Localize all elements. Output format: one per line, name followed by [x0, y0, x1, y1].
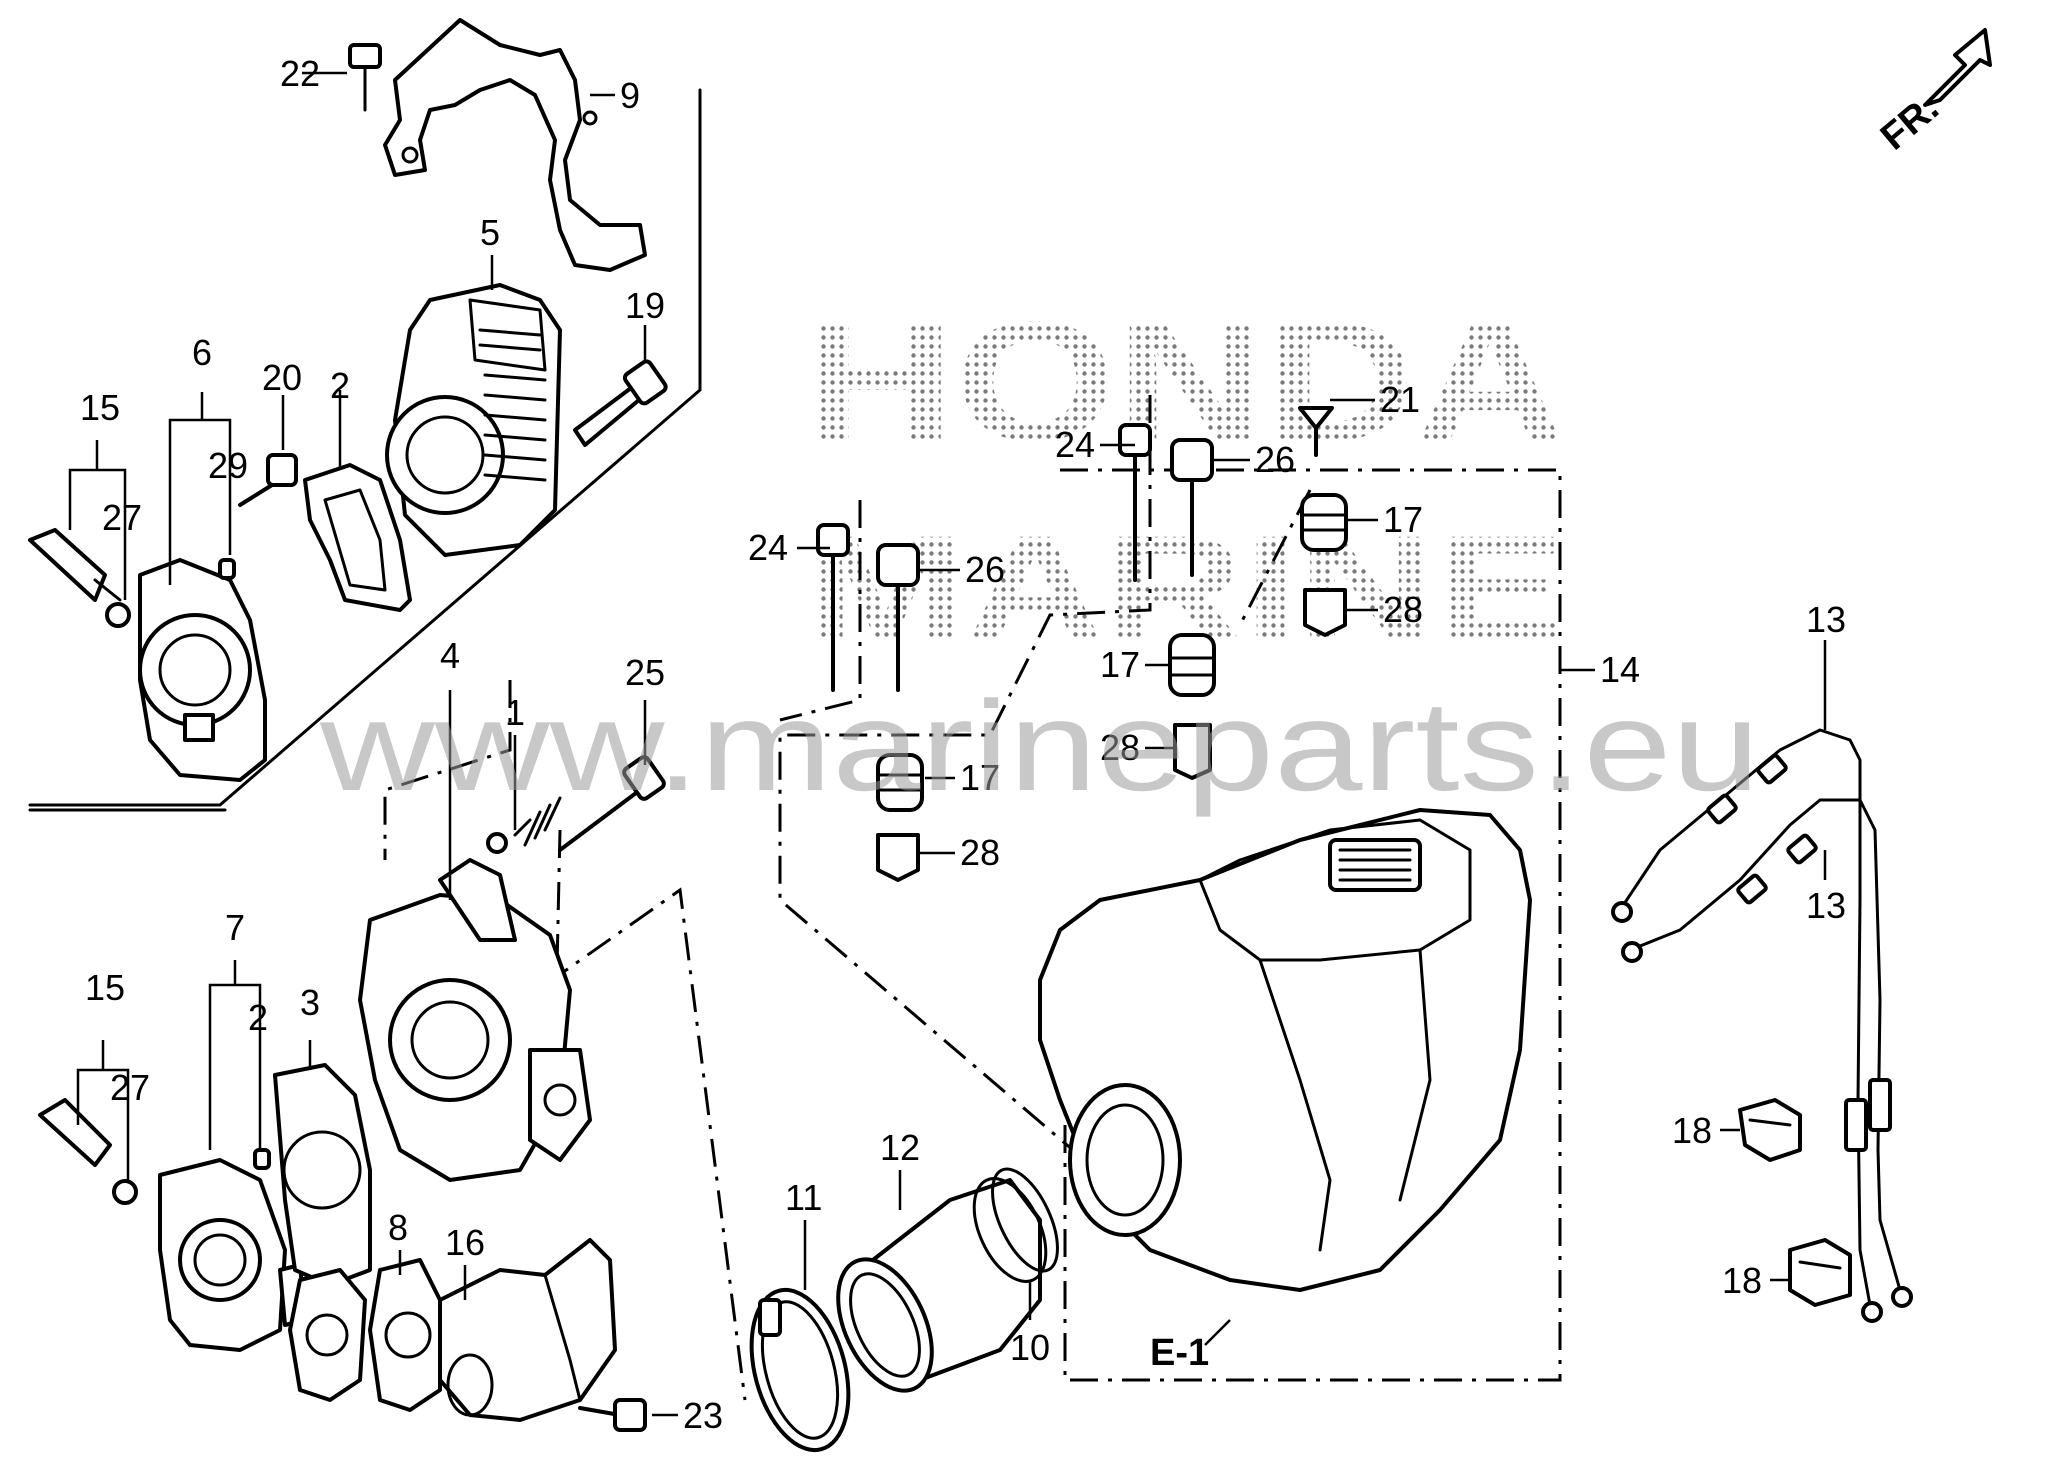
spring-part-1	[486, 796, 562, 854]
callout-27-top: 27	[102, 497, 142, 538]
clip-part-18-a	[1738, 1098, 1802, 1162]
reference-e1: E-1	[1150, 1319, 1231, 1374]
callout-13-top: 13	[1806, 599, 1846, 640]
callout-4: 4	[440, 635, 460, 676]
bolt-part-24-b	[1118, 423, 1152, 582]
callout-28-left: 28	[960, 832, 1000, 873]
cable-part-13	[1611, 728, 1913, 1323]
callout-18-top: 18	[1672, 1110, 1712, 1151]
callout-21: 21	[1380, 379, 1420, 420]
grommet-part-17-b	[1168, 633, 1216, 697]
callout-12: 12	[880, 1127, 920, 1168]
ring-part-10	[991, 1167, 1059, 1273]
bolt-part-26-b	[1170, 438, 1214, 577]
adapter-part-7	[158, 1148, 307, 1352]
callout-17-left: 17	[960, 757, 1000, 798]
callout-24-left: 24	[748, 527, 788, 568]
callout-27-bottom: 27	[110, 1067, 150, 1108]
callout-11: 11	[785, 1177, 822, 1218]
e1-label: E-1	[1150, 1332, 1209, 1374]
callout-leaders	[68, 71, 1827, 1417]
bolt-part-25	[558, 755, 666, 852]
gasket-part-8	[368, 1258, 442, 1412]
gasket-part-2-top	[303, 463, 412, 612]
bolt-part-24-a	[816, 523, 850, 692]
callout-28-right: 28	[1383, 589, 1423, 630]
callout-29: 29	[208, 445, 248, 486]
callout-1: 1	[505, 692, 525, 733]
duct-part-12	[836, 1177, 1048, 1393]
callout-16: 16	[445, 1222, 485, 1263]
callout-28-middle: 28	[1100, 727, 1140, 768]
sensor-part-15-top	[28, 528, 131, 628]
throttle-body-part-4	[358, 858, 592, 1182]
callout-6: 6	[192, 332, 212, 373]
bolt-part-19	[573, 359, 668, 447]
gasket-part-3	[273, 1063, 372, 1287]
collar-part-28-b	[1173, 723, 1212, 780]
grommet-part-17-a	[1300, 493, 1348, 552]
callout-2-bottom: 2	[248, 997, 268, 1038]
callout-24-right: 24	[1055, 424, 1095, 465]
callout-14: 14	[1600, 649, 1640, 690]
clip-part-18-b	[1788, 1238, 1852, 1307]
gasket-part-2-bottom	[288, 1268, 367, 1402]
callout-2-top: 2	[330, 365, 350, 406]
front-orientation-arrow: FR.	[1873, 28, 1992, 159]
callout-17-right: 17	[1383, 499, 1423, 540]
sensor-part-15-bottom	[38, 1098, 138, 1205]
pin-part-29	[218, 558, 236, 580]
bolt-part-22	[348, 43, 382, 112]
callout-9: 9	[620, 75, 640, 116]
clamp-part-11	[749, 1287, 851, 1453]
callout-25: 25	[625, 652, 665, 693]
bolt-part-26-a	[876, 543, 920, 692]
bolt-part-23	[578, 1398, 647, 1432]
callout-26-left: 26	[965, 549, 1005, 590]
callout-20: 20	[262, 357, 302, 398]
callout-3: 3	[300, 982, 320, 1023]
callout-13-bottom: 13	[1806, 885, 1846, 926]
callout-26-right: 26	[1255, 439, 1295, 480]
callout-23: 23	[683, 1395, 723, 1436]
throttle-actuator-part-5	[385, 283, 562, 557]
callout-labels: 22 9 5 19 6 20 2 29 15 27 4 1 25 7 2 3 1…	[80, 53, 1846, 1436]
grommet-part-17-c	[876, 753, 924, 812]
callout-7: 7	[225, 907, 245, 948]
callout-8: 8	[388, 1207, 408, 1248]
callout-17-middle: 17	[1100, 644, 1140, 685]
airbox-part-14	[1038, 808, 1532, 1292]
collar-part-28-c	[876, 833, 920, 882]
callout-15-bottom: 15	[85, 967, 125, 1008]
bracket-part-9	[383, 18, 647, 272]
watermark-url: www.marineparts.eu	[319, 675, 1760, 818]
callout-15-top: 15	[80, 387, 120, 428]
callout-10: 10	[1010, 1327, 1050, 1368]
throttle-body-part-6	[138, 558, 267, 782]
collar-part-28-a	[1303, 588, 1347, 637]
honda-marine-watermark: HONDA MARINE	[805, 287, 1565, 672]
screw-part-20	[238, 453, 298, 507]
callout-5: 5	[480, 212, 500, 253]
callout-22: 22	[280, 53, 320, 94]
callout-18-bottom: 18	[1722, 1260, 1762, 1301]
screw-part-21	[1298, 406, 1334, 457]
elbow-part-16	[438, 1238, 617, 1422]
callout-19: 19	[625, 285, 665, 326]
